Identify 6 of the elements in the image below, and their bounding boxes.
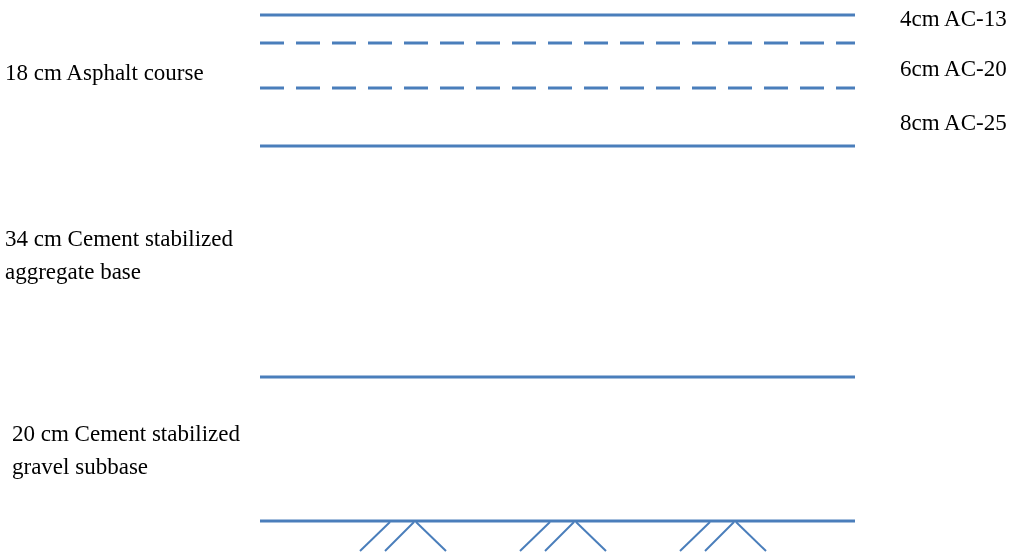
sublayer-label: 6cm AC-20 — [900, 55, 1008, 83]
layer-label: 34 cm Cement stabilized aggregate base — [5, 225, 235, 286]
sublayer-label: 4cm AC-13 — [900, 5, 1008, 33]
sublayer-label: 8cm AC-25 — [900, 109, 1008, 137]
layer-label: 20 cm Cement stabilized gravel subbase — [12, 420, 242, 481]
layer-label: 18 cm Asphalt course — [5, 59, 205, 87]
